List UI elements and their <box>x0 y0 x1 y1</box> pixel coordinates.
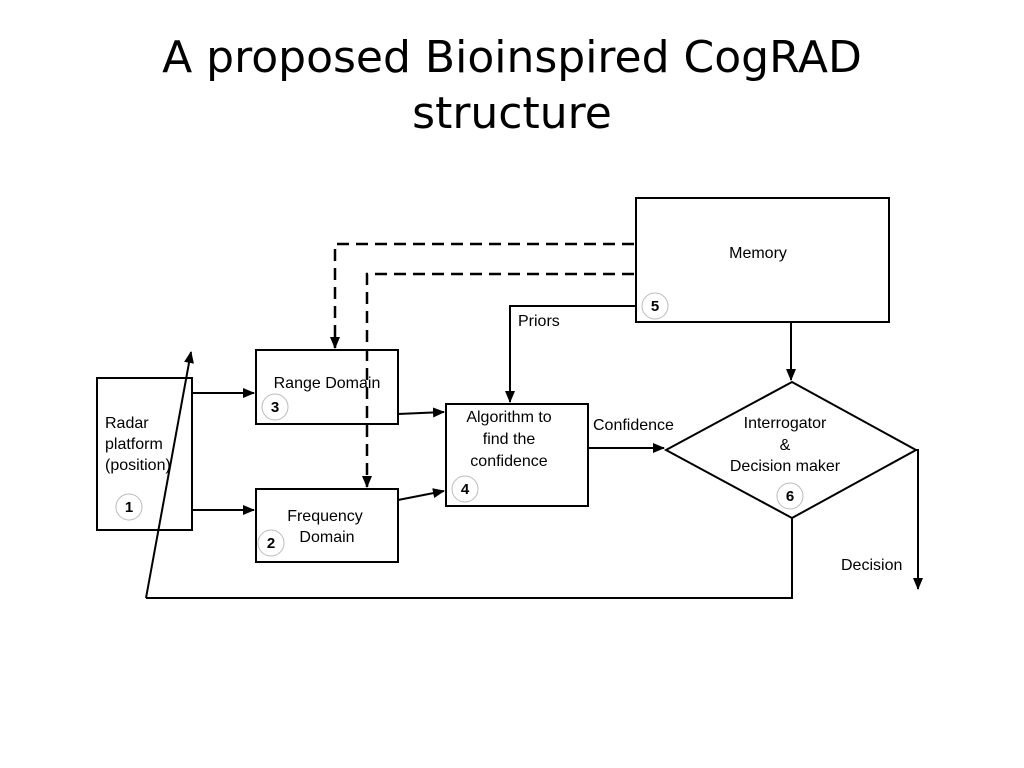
radar-label-1: Radar <box>105 415 149 432</box>
interrogator-number: 6 <box>786 488 794 505</box>
arrow-memory-priors-to-algorithm <box>505 305 636 403</box>
title-line-2: structure <box>412 88 612 139</box>
interrogator-label-3: Decision maker <box>730 458 841 475</box>
confidence-label: Confidence <box>593 417 674 434</box>
memory-number-circle <box>641 292 669 320</box>
interrogator-label-1: Interrogator <box>744 415 827 432</box>
range-label: Range Domain <box>274 375 381 392</box>
frequency-label-1: Frequency <box>287 508 363 525</box>
frequency-number-circle <box>257 529 285 557</box>
range-number: 3 <box>271 399 279 416</box>
dashed-arrow-memory-to-frequency <box>362 272 634 488</box>
algorithm-number-circle <box>451 475 479 503</box>
slide-title: A proposed Bioinspired CogRAD structure <box>0 30 1024 142</box>
memory-box <box>635 197 890 323</box>
feedback-line <box>146 518 793 599</box>
priors-label: Priors <box>518 313 560 330</box>
arrow-frequency-to-algorithm <box>397 488 445 501</box>
radar-label-3: (position) <box>105 457 171 474</box>
memory-label: Memory <box>729 245 787 262</box>
algorithm-number: 4 <box>461 481 470 498</box>
dashed-arrow-memory-to-range <box>330 242 634 349</box>
frequency-label-2: Domain <box>299 529 354 546</box>
radar-number-circle <box>115 493 143 521</box>
arrow-feedback-to-radar <box>145 351 194 599</box>
radar-number: 1 <box>125 499 133 516</box>
memory-number: 5 <box>651 298 659 315</box>
radar-platform-box <box>96 377 193 531</box>
algorithm-label-1: Algorithm to <box>466 409 551 426</box>
radar-label-2: platform <box>105 436 163 453</box>
decision-label: Decision <box>841 557 902 574</box>
arrow-range-to-algorithm <box>397 407 445 418</box>
title-line-1: A proposed Bioinspired CogRAD <box>162 32 862 83</box>
algorithm-label-3: confidence <box>470 453 547 470</box>
range-number-circle <box>261 393 289 421</box>
interrogator-label-2: & <box>780 437 791 454</box>
interrogator-number-circle <box>776 482 804 510</box>
frequency-number: 2 <box>267 535 275 552</box>
arrow-decision-output <box>913 449 923 590</box>
algorithm-label-2: find the <box>483 431 536 448</box>
